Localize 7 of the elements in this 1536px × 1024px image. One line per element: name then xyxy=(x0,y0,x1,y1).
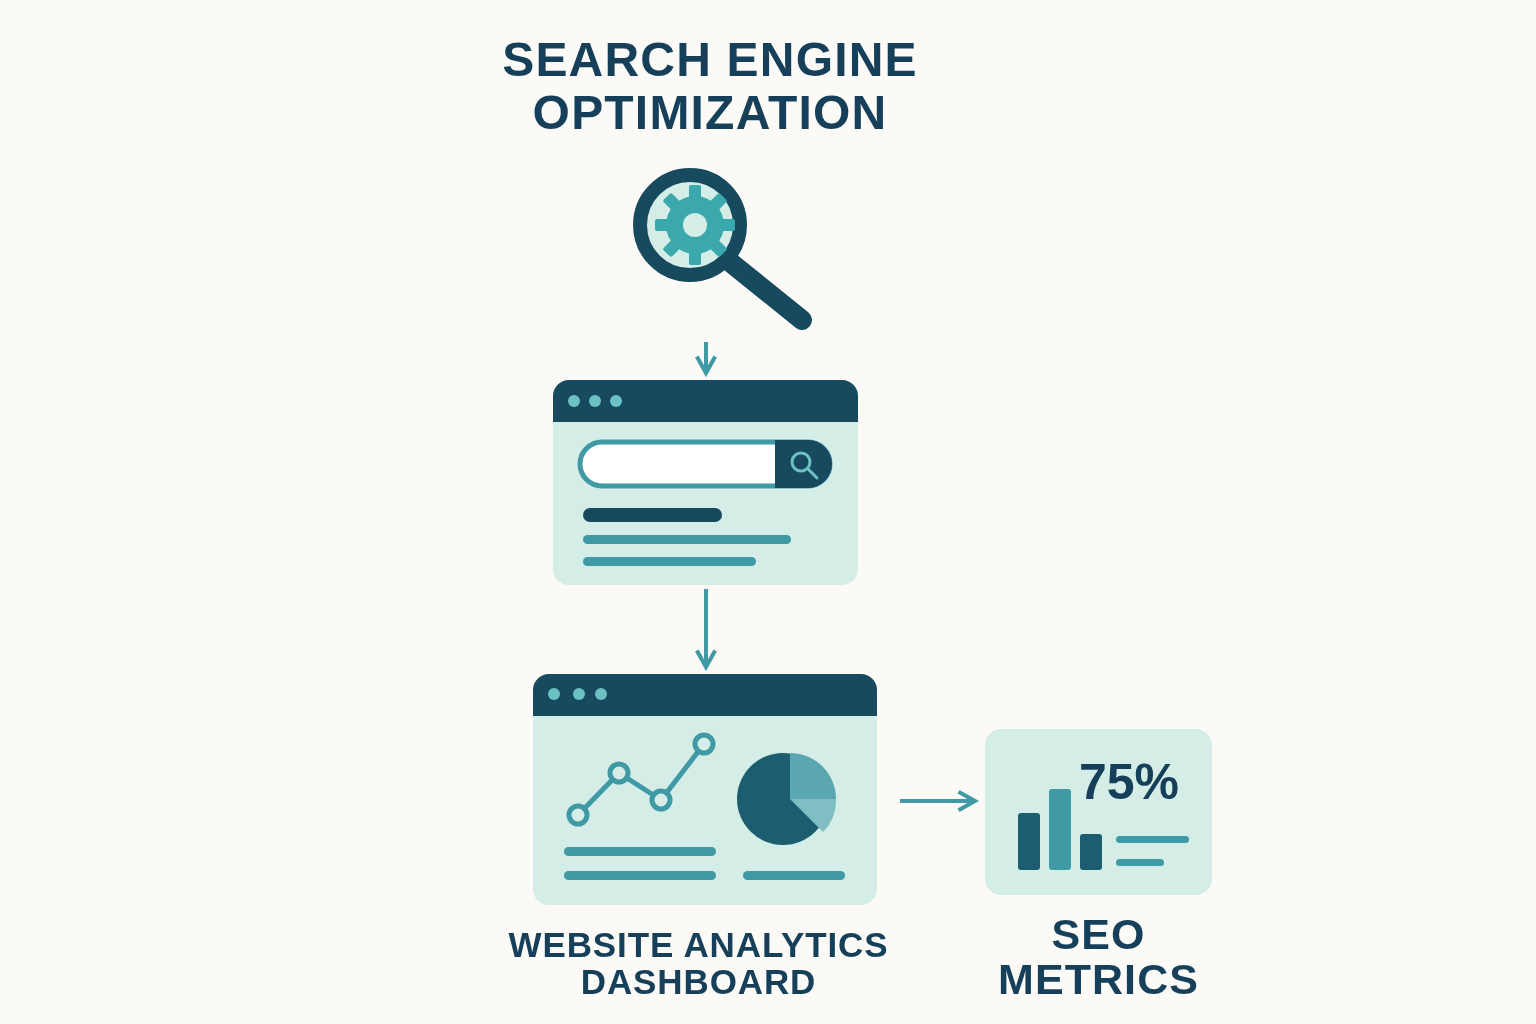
metrics-heading: SEO METRICS xyxy=(997,912,1200,1003)
arrow xyxy=(694,342,718,375)
arrow xyxy=(900,789,977,813)
dashboard-heading: WEBSITE ANALYTICS DASHBOARD xyxy=(507,927,890,1001)
title: SEARCH ENGINE OPTIMIZATION xyxy=(501,34,919,140)
percentage-value: 75% xyxy=(1079,757,1180,807)
arrow xyxy=(694,589,718,669)
